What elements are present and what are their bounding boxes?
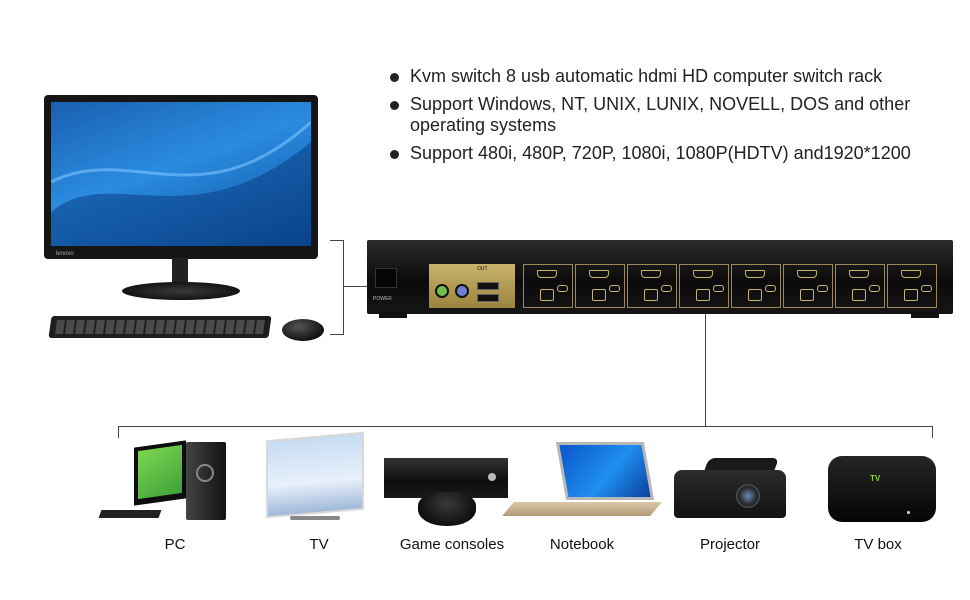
hdmi-port-icon xyxy=(589,270,609,278)
monitor-brand-logo: lenovo xyxy=(56,251,74,257)
power-switch-icon xyxy=(375,268,397,288)
bullet-icon xyxy=(390,150,399,159)
tv-stand-icon xyxy=(290,516,340,520)
pc-icon xyxy=(134,440,186,506)
pc-tower-icon xyxy=(186,442,226,520)
bullet-icon xyxy=(390,73,399,82)
ps2-keyboard-port-icon xyxy=(435,284,449,298)
tv-icon xyxy=(266,431,364,519)
hdmi-port-icon xyxy=(901,270,921,278)
usb-port-icon xyxy=(477,294,499,302)
out-label: OUT xyxy=(477,266,488,272)
tv-box-logo: TV xyxy=(870,474,881,483)
device-label-notebook: Notebook xyxy=(549,536,615,553)
hdmi-port-icon xyxy=(693,270,713,278)
projector-icon xyxy=(674,470,786,518)
device-label-pc: PC xyxy=(164,536,186,553)
hdmi-port-icon xyxy=(641,270,661,278)
computer-port xyxy=(679,264,729,308)
ps2-mouse-port-icon xyxy=(455,284,469,298)
device-label-tv: TV xyxy=(309,536,329,553)
feature-item: Support 480i, 480P, 720P, 1080i, 1080P(H… xyxy=(388,143,958,164)
monitor-screen xyxy=(51,102,311,246)
bullet-icon xyxy=(390,101,399,110)
usb-b-port-icon xyxy=(748,289,762,301)
device-label-tv-box: TV box xyxy=(854,536,902,553)
usb-b-port-icon xyxy=(592,289,606,301)
usb-b-port-icon xyxy=(644,289,658,301)
connector-line xyxy=(705,312,706,426)
power-label: POWER xyxy=(373,296,392,302)
tv-box-icon: TV xyxy=(828,456,936,522)
computer-port xyxy=(627,264,677,308)
computer-port xyxy=(783,264,833,308)
connector-line xyxy=(118,426,933,427)
hdmi-port-icon xyxy=(797,270,817,278)
computer-ports xyxy=(517,264,945,308)
computer-port xyxy=(835,264,885,308)
monitor-image: lenovo xyxy=(44,95,318,259)
usb-b-port-icon xyxy=(904,289,918,301)
hdmi-port-icon xyxy=(537,270,557,278)
projector-lens-icon xyxy=(736,484,760,508)
connector-line xyxy=(343,286,369,287)
kvm-switch-image: POWER OUT xyxy=(367,240,953,318)
monitor-stand-base xyxy=(122,282,240,300)
keyboard-image xyxy=(48,316,272,338)
game-console-icon xyxy=(384,458,508,498)
console-port-panel: OUT xyxy=(429,264,515,308)
mouse-image xyxy=(282,319,324,341)
notebook-base-icon xyxy=(502,502,662,516)
connector-line xyxy=(118,426,119,438)
notebook-icon xyxy=(555,442,655,500)
feature-list: Kvm switch 8 usb automatic hdmi HD compu… xyxy=(388,66,958,171)
hdmi-port-icon xyxy=(849,270,869,278)
usb-b-port-icon xyxy=(800,289,814,301)
computer-port xyxy=(731,264,781,308)
screen-wave-graphic xyxy=(51,120,311,246)
connector-line xyxy=(932,426,933,438)
feature-item: Kvm switch 8 usb automatic hdmi HD compu… xyxy=(388,66,958,87)
gamepad-icon xyxy=(418,492,476,526)
connector-line xyxy=(330,334,344,335)
feature-item: Support Windows, NT, UNIX, LUNIX, NOVELL… xyxy=(388,94,958,136)
connector-line xyxy=(330,240,344,241)
device-label-game-consoles: Game consoles xyxy=(399,536,505,553)
usb-b-port-icon xyxy=(540,289,554,301)
device-label-projector: Projector xyxy=(699,536,761,553)
hdmi-port-icon xyxy=(745,270,765,278)
computer-port xyxy=(523,264,573,308)
computer-port xyxy=(887,264,937,308)
pc-keyboard-icon xyxy=(98,510,162,518)
connector-line xyxy=(343,240,344,334)
monitor-stand-neck xyxy=(172,258,188,286)
usb-b-port-icon xyxy=(696,289,710,301)
usb-port-icon xyxy=(477,282,499,290)
computer-port xyxy=(575,264,625,308)
usb-b-port-icon xyxy=(852,289,866,301)
